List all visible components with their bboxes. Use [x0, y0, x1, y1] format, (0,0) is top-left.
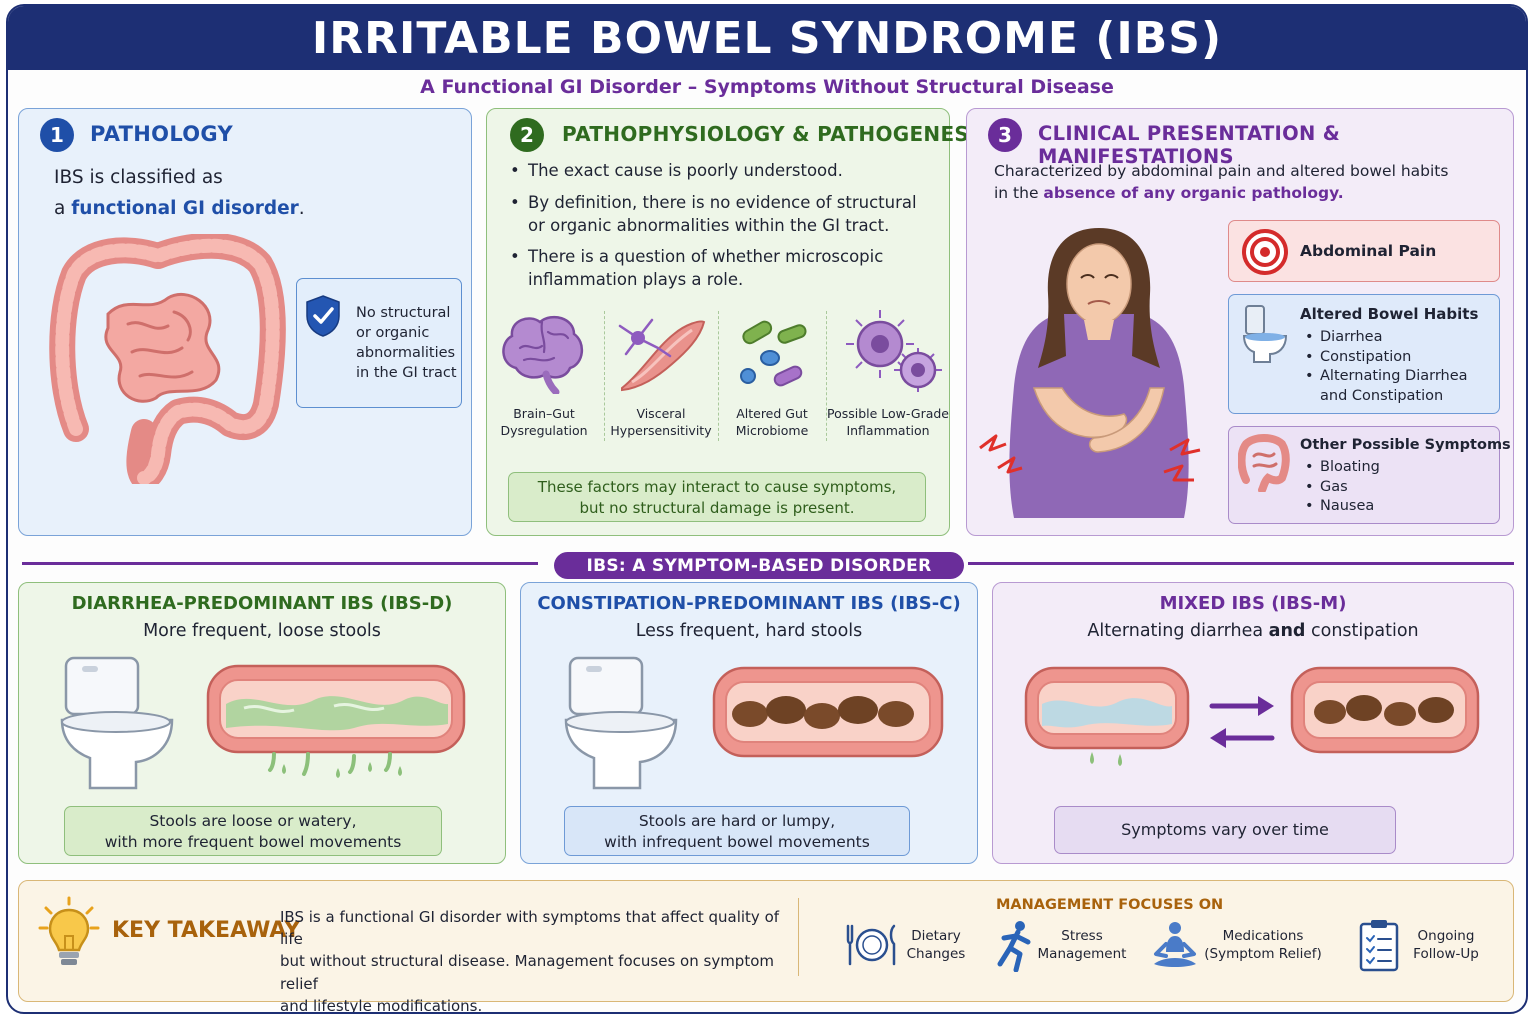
band-divider-right: [968, 562, 1514, 565]
header-banner: IRRITABLE BOWEL SYNDROME (IBS): [8, 6, 1526, 70]
bullet-item: By definition, there is no evidence of s…: [506, 192, 926, 238]
list-item: Gas: [1302, 478, 1492, 498]
ibs-d-subtitle: More frequent, loose stools: [143, 621, 381, 641]
colon-illustration: [49, 234, 286, 484]
lightbulb-icon: [38, 896, 100, 965]
clinical-intro: Characterized by abdominal pain and alte…: [994, 162, 1449, 203]
running-person-icon: [997, 921, 1031, 972]
organic-pathology-highlight: absence of any organic pathology.: [1043, 184, 1344, 203]
management-title: MANAGEMENT FOCUSES ON: [996, 897, 1224, 913]
pathology-number-badge: 1: [40, 118, 74, 152]
mgmt-label-medications: Medications(Symptom Relief): [1204, 928, 1322, 962]
list-item: Nausea: [1302, 497, 1492, 517]
page-subtitle: A Functional GI Disorder – Symptoms With…: [420, 76, 1114, 98]
ibs-m-note: Symptoms vary over time: [1054, 806, 1396, 854]
bullet-item: There is a question of whether microscop…: [506, 246, 926, 292]
key-takeaway-text: IBS is a functional GI disorder with sym…: [280, 908, 780, 1014]
toilet-illustration: [60, 656, 174, 790]
list-item: Alternating Diarrhea and Constipation: [1302, 367, 1498, 406]
ibs-c-note: Stools are hard or lumpy, with infrequen…: [564, 806, 910, 856]
bullet-item: The exact cause is poorly understood.: [506, 160, 926, 183]
pathophysiology-number-badge: 2: [510, 118, 544, 152]
pathophysiology-title: PATHOPHYSIOLOGY & PATHOGENESIS: [562, 122, 992, 146]
bowel-habits-list: Diarrhea Constipation Alternating Diarrh…: [1302, 328, 1498, 407]
band-divider-left: [22, 562, 538, 565]
other-symptoms-list: Bloating Gas Nausea: [1302, 458, 1492, 517]
takeaway-divider: [798, 898, 799, 976]
pathophysiology-bullets: The exact cause is poorly understood. By…: [506, 160, 926, 301]
intestine-diarrhea-illustration: [206, 664, 466, 778]
intestine-constipation-illustration: [712, 666, 944, 758]
shield-check-icon: [306, 295, 340, 337]
list-item: Constipation: [1302, 348, 1498, 368]
abdominal-pain-label: Abdominal Pain: [1300, 242, 1437, 260]
bowel-habits-title: Altered Bowel Habits: [1300, 305, 1479, 323]
brain-icon: [502, 315, 583, 394]
inflammation-cells-icon: [846, 310, 942, 392]
meditation-icon: [1154, 922, 1196, 967]
plate-icon: [846, 924, 896, 966]
functional-gi-highlight: functional GI disorder: [71, 198, 299, 220]
nerve-icon: [618, 318, 706, 392]
ibs-d-title: DIARRHEA-PREDOMINANT IBS (IBS-D): [71, 593, 453, 614]
factor-divider: [718, 311, 719, 441]
key-takeaway-title: KEY TAKEAWAY: [112, 918, 301, 943]
ibs-c-subtitle: Less frequent, hard stools: [635, 621, 863, 641]
band-label: IBS: A SYMPTOM-BASED DISORDER: [554, 552, 964, 579]
clipboard-icon: [1359, 920, 1399, 972]
alternating-arrows-icon: [1209, 696, 1275, 748]
pathology-title: PATHOLOGY: [90, 122, 234, 146]
intestine-icon: [1238, 434, 1290, 492]
no-structural-text: No structural or organic abnormalities i…: [356, 305, 457, 381]
intestine-constipation-small-illustration: [1290, 666, 1480, 754]
page-title: IRRITABLE BOWEL SYNDROME (IBS): [311, 12, 1223, 64]
intestine-diarrhea-small-illustration: [1024, 666, 1190, 766]
ibs-m-subtitle: Alternating diarrhea and constipation: [1087, 621, 1419, 641]
toilet-icon: [1242, 305, 1288, 363]
ibs-d-note: Stools are loose or watery, with more fr…: [64, 806, 442, 856]
factor-divider: [826, 311, 827, 441]
pathology-text: IBS is classified as a functional GI dis…: [54, 167, 305, 220]
ibs-m-title: MIXED IBS (IBS-M): [1159, 593, 1347, 614]
key-takeaway-card: [18, 880, 1514, 1002]
woman-abdominal-pain-illustration: [979, 228, 1201, 518]
other-symptoms-title: Other Possible Symptoms: [1300, 437, 1511, 453]
clinical-title: CLINICAL PRESENTATION & MANIFESTATIONS: [1038, 122, 1341, 168]
list-item: Diarrhea: [1302, 328, 1498, 348]
factor-divider: [604, 311, 605, 441]
ibs-c-title: CONSTIPATION-PREDOMINANT IBS (IBS-C): [537, 593, 961, 614]
toilet-illustration: [564, 656, 678, 790]
infographic-frame: IRRITABLE BOWEL SYNDROME (IBS) A Functio…: [6, 4, 1528, 1014]
clinical-number-badge: 3: [988, 118, 1022, 152]
list-item: Bloating: [1302, 458, 1492, 478]
bacteria-icon: [740, 320, 807, 387]
pathophysiology-note: These factors may interact to cause symp…: [508, 472, 926, 522]
target-pain-icon: [1242, 229, 1288, 275]
